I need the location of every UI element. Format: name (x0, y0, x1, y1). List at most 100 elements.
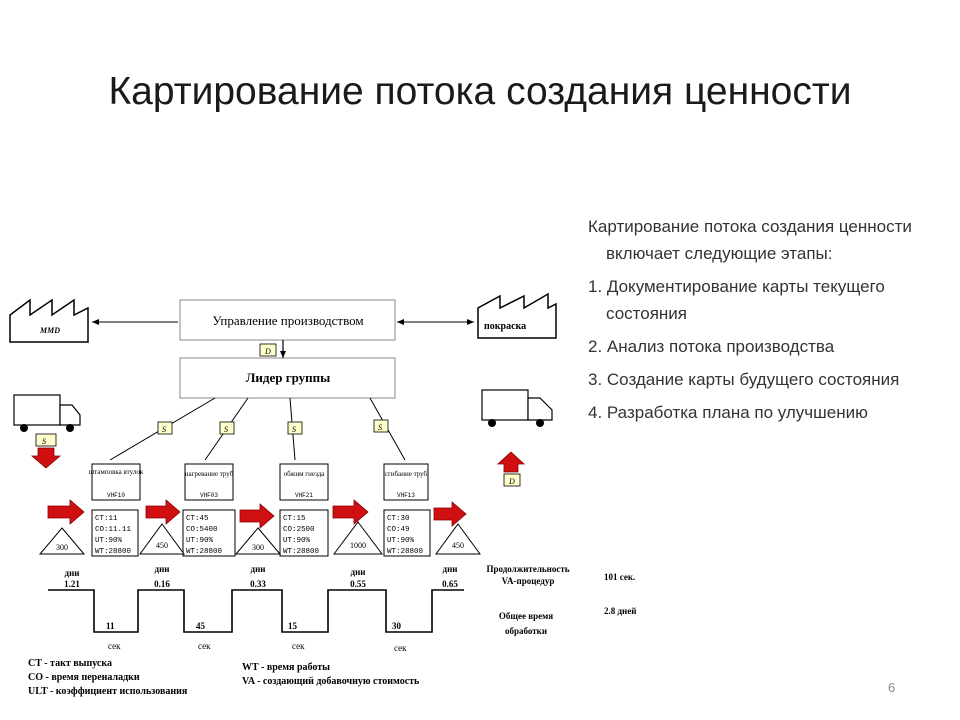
svg-text:VHF03: VHF03 (200, 492, 218, 499)
push-arrow-icon (47, 499, 85, 525)
steps-text: Картирование потока создания ценности вк… (588, 213, 943, 432)
summary-duration-label: Продолжительность (486, 564, 569, 574)
svg-text:сгибание труб: сгибание труб (385, 470, 428, 478)
svg-text:WT:28800: WT:28800 (283, 548, 320, 556)
process-box-1: штамповка втулок VHF10 CT:11 CO:11.11 UT… (89, 463, 144, 557)
svg-text:0.16: 0.16 (154, 579, 170, 589)
summary-total-label: Общее время (499, 611, 553, 621)
svg-text:дни: дни (155, 564, 170, 574)
svg-text:CO:2500: CO:2500 (283, 526, 315, 534)
svg-text:0.55: 0.55 (350, 579, 366, 589)
svg-text:UT:90%: UT:90% (387, 537, 415, 545)
svg-text:300: 300 (56, 543, 68, 552)
svg-text:сек: сек (394, 643, 407, 653)
push-arrow-icon (433, 501, 467, 527)
svg-text:0.33: 0.33 (250, 579, 266, 589)
legend-va: VA - создающий добавочную стоимость (242, 676, 420, 687)
customer-factory-icon: покраска (477, 292, 557, 339)
svg-text:штамповка втулок: штамповка втулок (89, 468, 144, 476)
step-item-2: 2. Анализ потока производства (588, 337, 835, 356)
inventory-triangle-icon: 450 (435, 523, 481, 555)
svg-text:обработки: обработки (505, 626, 547, 636)
step-item-4: 4. Разработка плана по улучшению (588, 403, 868, 422)
value-stream-map: MMD покраска Управление производством Ли… (9, 292, 636, 697)
svg-text:UT:90%: UT:90% (95, 537, 123, 545)
svg-text:0.65: 0.65 (442, 579, 458, 589)
customer-label: покраска (484, 321, 526, 332)
push-arrow-icon (239, 503, 275, 529)
shipment-down-arrow-icon (30, 447, 62, 469)
summary-duration-value: 101 сек. (604, 572, 635, 582)
svg-text:S: S (224, 425, 228, 434)
customer-truck-icon (481, 389, 553, 427)
timeline-ladder (48, 589, 464, 633)
steps-intro: Картирование потока создания ценности вк… (588, 217, 912, 263)
svg-text:D: D (264, 347, 271, 356)
svg-text:CO:49: CO:49 (387, 526, 410, 534)
svg-text:VA-процедур: VA-процедур (502, 576, 555, 586)
legend-wt: WT - время работы (242, 662, 330, 673)
svg-text:сек: сек (198, 641, 211, 651)
svg-text:WT:28800: WT:28800 (95, 548, 132, 556)
leader-label: Лидер группы (246, 370, 331, 385)
supplier-factory-icon: MMD (9, 298, 89, 343)
page-title: Картирование потока создания ценности (108, 70, 852, 113)
inventory-triangle-icon: 450 (139, 523, 185, 555)
inventory-triangle-icon: 300 (38, 527, 86, 555)
svg-text:CT:45: CT:45 (186, 515, 209, 523)
leader-box (179, 357, 396, 399)
inventory-triangle-icon: 300 (234, 527, 282, 555)
process-box-4: сгибание труб VHF13 CT:30 CO:49 UT:90% W… (383, 463, 431, 557)
svg-text:S: S (292, 425, 296, 434)
svg-text:UT:90%: UT:90% (186, 537, 214, 545)
step-item-3: 3. Создание карты будущего состояния (588, 370, 900, 389)
svg-text:CO:5400: CO:5400 (186, 526, 218, 534)
svg-text:15: 15 (288, 621, 298, 631)
svg-text:450: 450 (452, 541, 464, 550)
supplier-label: MMD (39, 326, 60, 335)
svg-text:дни: дни (443, 564, 458, 574)
svg-text:S: S (378, 423, 382, 432)
process-box-3: обжим гнезда VHF21 CT:15 CO:2500 UT:90% … (279, 463, 329, 557)
svg-text:VHF10: VHF10 (107, 492, 125, 499)
svg-text:11: 11 (106, 621, 115, 631)
control-label: Управление производством (212, 313, 363, 328)
svg-text:обжим гнезда: обжим гнезда (284, 470, 326, 478)
svg-text:1.21: 1.21 (64, 579, 80, 589)
supplier-truck-icon (13, 394, 81, 432)
legend-ct: CT - такт выпуска (28, 658, 112, 669)
svg-text:300: 300 (252, 543, 264, 552)
svg-text:WT:28800: WT:28800 (186, 548, 223, 556)
svg-text:45: 45 (196, 621, 206, 631)
push-arrow-icon (332, 499, 369, 525)
svg-text:нагревание труб: нагревание труб (185, 470, 234, 478)
svg-text:1000: 1000 (350, 541, 366, 550)
svg-text:30: 30 (392, 621, 402, 631)
svg-text:сек: сек (292, 641, 305, 651)
step-item-1: 1. Документирование карты текущего состо… (588, 277, 885, 323)
svg-text:CO:11.11: CO:11.11 (95, 526, 132, 534)
push-arrow-icon (145, 499, 181, 525)
legend-co: CO - время переналадки (28, 672, 140, 683)
svg-text:S: S (162, 425, 166, 434)
svg-text:S: S (42, 437, 46, 446)
svg-text:дни: дни (351, 567, 366, 577)
svg-text:UT:90%: UT:90% (283, 537, 311, 545)
svg-text:WT:28800: WT:28800 (387, 548, 424, 556)
svg-text:450: 450 (156, 541, 168, 550)
shipment-up-arrow-icon (496, 451, 526, 473)
svg-text:D: D (508, 477, 515, 486)
inventory-triangle-icon: 1000 (333, 521, 383, 555)
svg-text:CT:15: CT:15 (283, 515, 306, 523)
page-number: 6 (888, 680, 896, 695)
svg-text:CT:11: CT:11 (95, 515, 118, 523)
svg-text:сек: сек (108, 641, 121, 651)
svg-text:дни: дни (251, 564, 266, 574)
process-box-2: нагревание труб VHF03 CT:45 CO:5400 UT:9… (182, 463, 236, 557)
svg-text:CT:30: CT:30 (387, 515, 410, 523)
svg-text:VHF13: VHF13 (397, 492, 415, 499)
legend-ult: ULT - коэффициент использования (28, 686, 188, 697)
control-box (179, 299, 396, 341)
svg-text:дни: дни (65, 568, 80, 578)
d-kanban-icon (259, 343, 277, 357)
